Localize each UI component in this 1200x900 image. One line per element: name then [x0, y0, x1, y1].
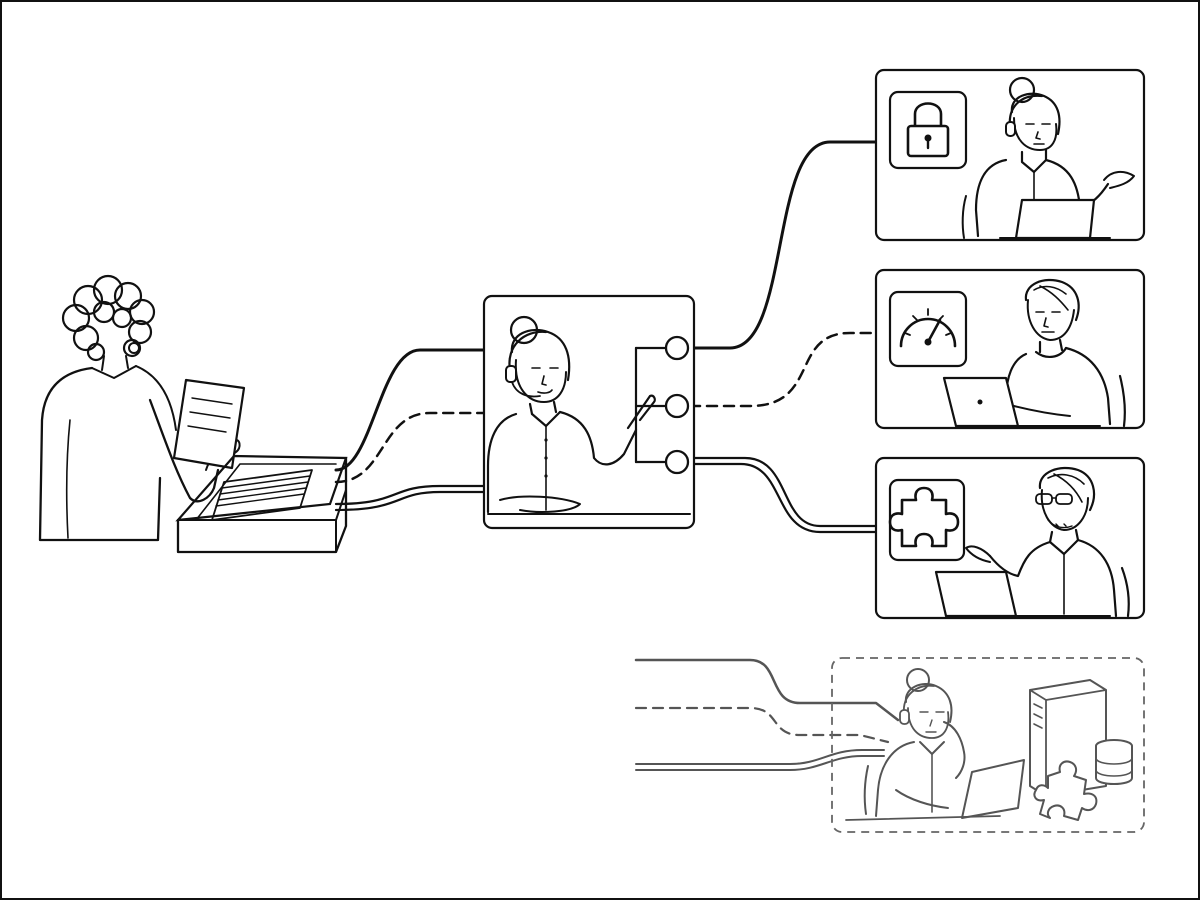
router-port-1: [664, 335, 690, 361]
speedometer-icon: [899, 308, 957, 348]
connector-double-to-router-a: [334, 484, 486, 506]
security-specialist-panel: [874, 68, 1146, 242]
inbox-tray-icon: [175, 454, 348, 554]
puzzle-piece-icon: [888, 486, 960, 548]
routing-connectors: [688, 140, 878, 534]
headset-icon: [505, 330, 548, 398]
connector-dashed-to-performance: [688, 331, 878, 408]
padlock-icon: [906, 102, 950, 158]
router-port-3: [664, 449, 690, 475]
curly-hair: [61, 274, 156, 362]
integration-specialist-panel: [874, 456, 1146, 620]
security-specialist-person: [961, 76, 1135, 240]
backend-specialist-person: [845, 668, 1025, 821]
document-icon: [172, 378, 246, 470]
router-agent-person: [486, 315, 691, 515]
performance-icon-tile: [888, 290, 968, 368]
router-panel-frame: [482, 294, 696, 530]
database-icon: [1095, 739, 1133, 785]
connector-double-to-backend-a: [635, 749, 885, 765]
connector-dashed-to-router: [334, 411, 486, 484]
glasses-icon: [1035, 493, 1073, 505]
connector-double-to-backend-b: [635, 755, 885, 771]
backend-panel-frame: [831, 657, 1145, 833]
connector-solid-to-backend: [634, 658, 900, 722]
requester-person: [38, 274, 241, 542]
connector-dashed-to-backend: [634, 706, 890, 744]
backend-connectors: [634, 658, 900, 771]
puzzle-piece-icon: [1033, 760, 1098, 821]
connector-double-to-integration-a: [688, 456, 878, 528]
connector-double-to-router-b: [334, 490, 486, 512]
router-port-2: [664, 393, 690, 419]
router-agent-panel: [482, 294, 696, 530]
performance-specialist-person: [942, 278, 1126, 428]
backend-specialist-panel: [831, 657, 1145, 833]
connector-double-to-integration-b: [688, 462, 878, 534]
integration-specialist-person: [934, 466, 1130, 618]
server-icon: [1029, 679, 1107, 797]
connector-solid-to-router: [334, 348, 486, 472]
connector-solid-to-security: [688, 140, 878, 350]
performance-specialist-panel: [874, 268, 1146, 430]
intake-connectors: [334, 348, 486, 512]
